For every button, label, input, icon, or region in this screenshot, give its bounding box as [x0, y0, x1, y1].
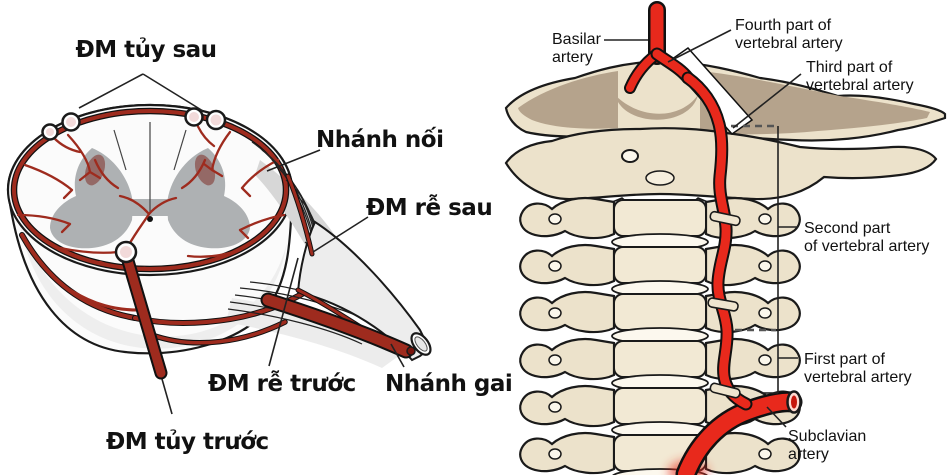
- label-fourth-part-line2: vertebral artery: [735, 35, 843, 52]
- vertebral-column: [520, 198, 800, 475]
- label-third-part-line1: Third part of: [806, 59, 893, 76]
- label-basilar-artery-line1: Basilar: [552, 31, 602, 48]
- label-second-part-line1: Second part: [804, 220, 891, 237]
- spinal-nerve: [296, 220, 427, 362]
- label-anterior-spinal-artery: ĐM tủy trước: [106, 429, 269, 455]
- nerve-cut-end: [406, 332, 432, 356]
- label-basilar-artery-line2: artery: [552, 49, 593, 66]
- label-subclavian-artery-line1: Subclavian: [788, 428, 866, 445]
- label-posterior-radicular-artery: ĐM rễ sau: [366, 194, 492, 221]
- pial-vessels: [19, 232, 309, 346]
- label-communicating-branch: Nhánh nối: [316, 126, 443, 153]
- label-subclavian-artery-line2: artery: [788, 446, 829, 463]
- arterial-ring: [10, 107, 290, 273]
- subclavian-cut-end: [786, 390, 802, 414]
- anterior-spinal-artery: [119, 247, 168, 380]
- vessel-cut-circles: [41, 107, 227, 264]
- left-leader-lines: [78, 73, 405, 415]
- label-third-part-line2: vertebral artery: [806, 77, 914, 94]
- label-fourth-part-line1: Fourth part of: [735, 17, 832, 34]
- right-leader-lines: [604, 29, 802, 428]
- label-spinal-branch: Nhánh gai: [385, 371, 512, 397]
- label-posterior-spinal-artery: ĐM tủy sau: [75, 37, 216, 63]
- vertebral-artery: [624, 1, 803, 475]
- label-first-part-line2: vertebral artery: [804, 369, 912, 386]
- label-first-part-line1: First part of: [804, 351, 885, 368]
- transverse-foramen-bridges: [707, 210, 741, 399]
- label-second-part-line2: of vertebral artery: [804, 238, 929, 255]
- label-anterior-radicular-artery: ĐM rễ trước: [208, 370, 356, 397]
- vertebral-artery-figure: Basilar artery Fourth part of vertebral …: [504, 1, 947, 475]
- spinal-cord-figure: ĐM tủy sau Nhánh nối ĐM rễ sau ĐM rễ trư…: [6, 37, 513, 455]
